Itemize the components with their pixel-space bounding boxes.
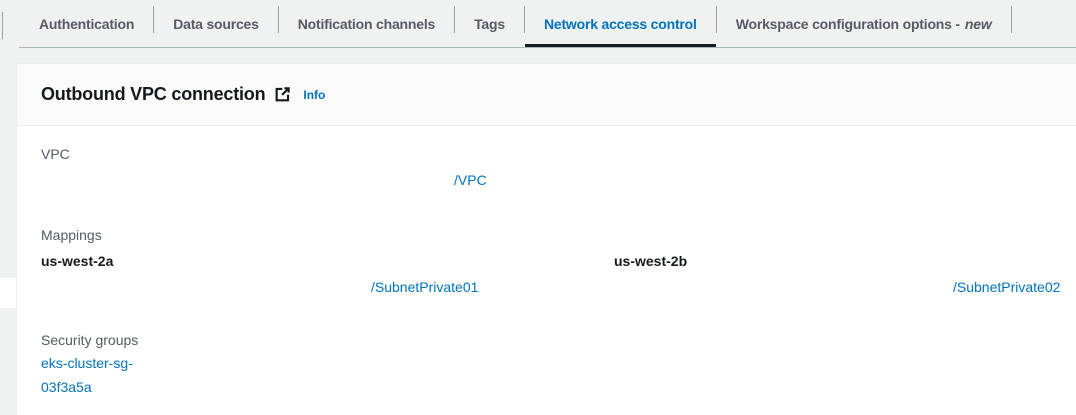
tab-label: Network access control (543, 15, 697, 32)
security-groups-label: Security groups (41, 332, 139, 348)
tab-separator (523, 6, 525, 33)
tab-new-badge: new (964, 15, 992, 32)
outbound-vpc-connection-panel: Outbound VPC connection Info VPC /VPC Ma… (16, 63, 1076, 415)
mappings-label: Mappings (41, 227, 102, 243)
tab-separator (2, 12, 3, 39)
tab-bar-divider (19, 47, 1076, 48)
tab-workspace-configuration-options[interactable]: Workspace configuration options - new (717, 0, 1011, 47)
availability-zone-a: us-west-2a (41, 253, 114, 269)
availability-zone-b: us-west-2b (614, 253, 688, 269)
vpc-label: VPC (41, 146, 70, 162)
tab-separator (715, 6, 717, 33)
info-link[interactable]: Info (303, 87, 326, 102)
external-link-icon[interactable] (274, 86, 291, 103)
left-gutter-band (0, 278, 16, 308)
tab-label: Authentication (39, 15, 135, 32)
tab-authentication[interactable]: Authentication (20, 0, 153, 47)
tab-label: Tags (474, 15, 505, 32)
tab-label: Data sources (173, 15, 259, 32)
tab-network-access-control[interactable]: Network access control (524, 0, 716, 48)
tab-separator (153, 6, 155, 33)
subnet-private-01-link[interactable]: /SubnetPrivate01 (371, 279, 479, 295)
tab-bar: Authentication Data sources Notification… (0, 0, 1076, 48)
panel-body: VPC /VPC Mappings us-west-2a us-west-2b … (17, 126, 1076, 415)
tab-separator (454, 6, 456, 33)
panel-title: Outbound VPC connection (41, 84, 266, 104)
tab-label: Workspace configuration options - (735, 15, 960, 32)
subnet-private-02-link[interactable]: /SubnetPrivate02 (953, 279, 1061, 295)
tab-data-sources[interactable]: Data sources (154, 0, 278, 47)
tab-tags[interactable]: Tags (455, 0, 524, 47)
tab-separator (277, 6, 279, 33)
tab-notification-channels[interactable]: Notification channels (279, 0, 454, 47)
vpc-link[interactable]: /VPC (454, 172, 487, 188)
security-group-link[interactable]: eks-cluster-sg-03f3a5a (41, 355, 133, 395)
panel-header: Outbound VPC connection Info (17, 64, 1076, 126)
tab-label: Notification channels (297, 15, 436, 32)
tab-separator (1010, 6, 1012, 33)
